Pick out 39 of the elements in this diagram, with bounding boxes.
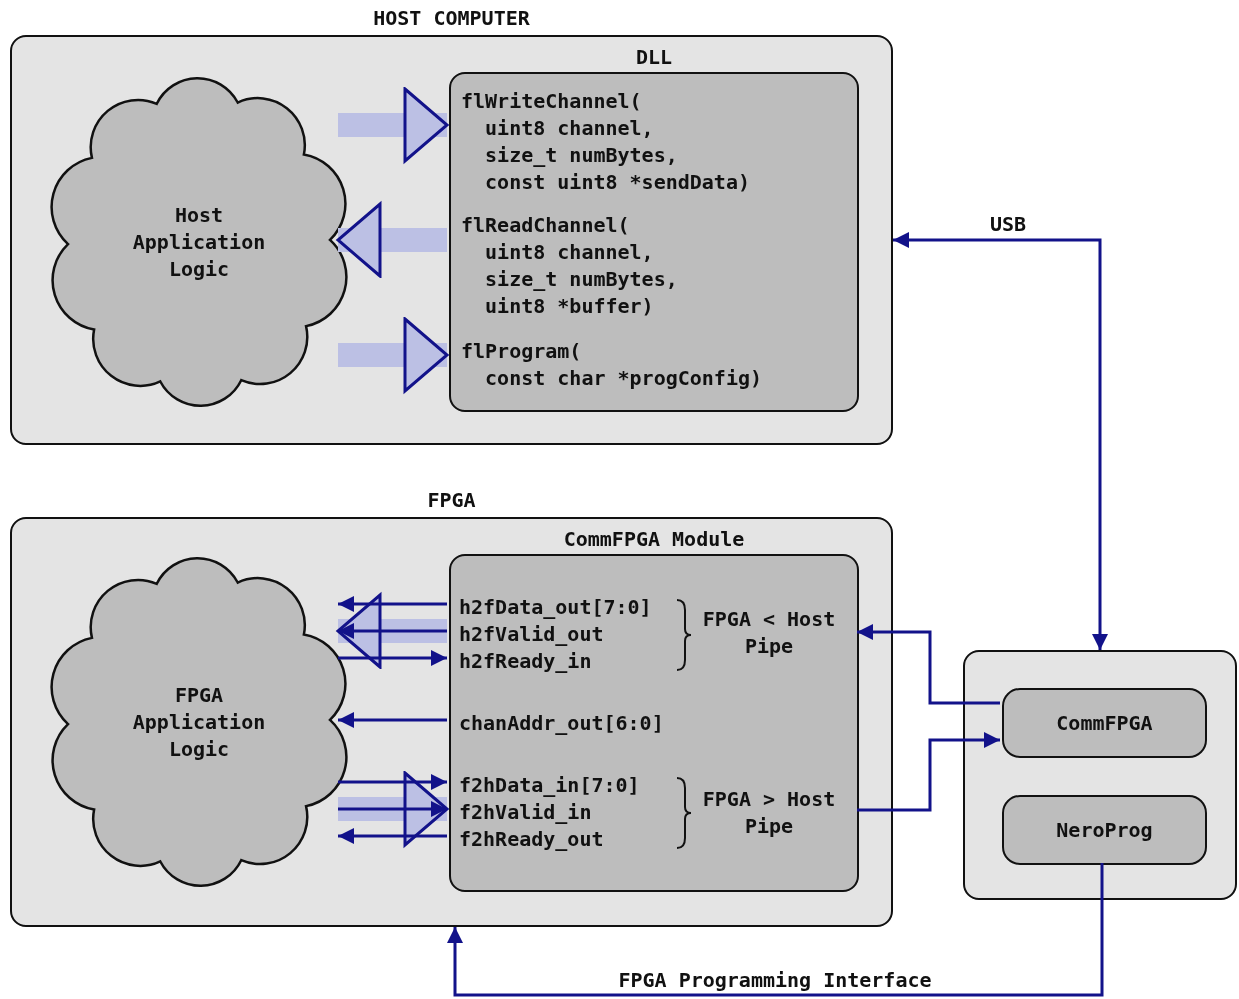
cloud-label: FPGA Application Logic: [131, 681, 267, 763]
signal-name: chanAddr_out[6:0]: [459, 710, 665, 737]
arrow: [338, 623, 447, 639]
panel-title: HOST COMPUTER: [373, 5, 530, 32]
box-label: CommFPGA: [1055, 709, 1154, 737]
panel-title: FPGA: [427, 487, 476, 514]
wide-arrow: [338, 87, 449, 163]
pipe-label: FPGA < Host Pipe: [701, 606, 837, 660]
device-box: [963, 650, 1237, 900]
signal-name: f2hReady_out: [459, 826, 605, 853]
arrow: [447, 863, 1104, 997]
arrow: [338, 801, 447, 817]
module-box: [1002, 688, 1207, 758]
signal-name: h2fReady_in: [459, 648, 593, 675]
signal-name: h2fData_out[7:0]: [459, 594, 653, 621]
arrow: [338, 712, 447, 728]
function-signature: flProgram( const char *progConfig): [461, 338, 764, 392]
wide-arrow: [338, 771, 449, 847]
box-heading: DLL: [635, 44, 673, 71]
wide-arrow: [336, 202, 447, 278]
arrow: [857, 624, 1000, 705]
pipe-label: FPGA > Host Pipe: [701, 786, 837, 840]
function-signature: flWriteChannel( uint8 channel, size_t numBytes, const uint8 *sendData): [461, 88, 751, 196]
signal-name: h2fValid_out: [459, 621, 605, 648]
arrow: [338, 774, 447, 790]
arrow: [338, 596, 447, 612]
cloud-label: Host Application Logic: [131, 201, 267, 283]
box-heading: CommFPGA Module: [563, 526, 745, 553]
signal-name: f2hData_in[7:0]: [459, 772, 641, 799]
function-signature: flReadChannel( uint8 channel, size_t numBytes, uint8 *buffer): [461, 212, 679, 320]
signal-name: f2hValid_in: [459, 799, 593, 826]
box-label: NeroProg: [1055, 816, 1154, 844]
arrow: [893, 232, 1108, 650]
wide-arrow: [336, 593, 447, 669]
arrow: [338, 828, 447, 844]
module-box: [1002, 795, 1207, 865]
wide-arrow: [338, 317, 449, 393]
arrow: [857, 732, 1000, 812]
arrow: [338, 650, 447, 666]
